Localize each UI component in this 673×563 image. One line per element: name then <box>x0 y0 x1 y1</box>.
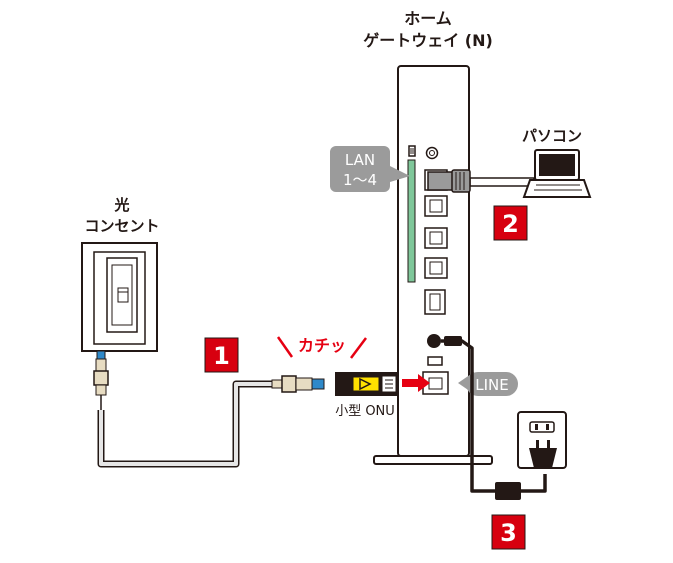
title-line-2: ゲートウェイ (N) <box>363 31 493 50</box>
power-outlet-icon <box>517 411 567 469</box>
optical-outlet-icon <box>81 242 158 352</box>
lan-label-line-1: LAN <box>345 151 375 169</box>
step-2-number: 2 <box>502 210 519 238</box>
line-port <box>422 356 449 395</box>
outlet-label-line-2: コンセント <box>84 217 159 235</box>
lan-port-2 <box>424 195 448 217</box>
lan-label-box: LAN 1～4 <box>330 146 410 192</box>
lan-port-4 <box>424 257 448 279</box>
step-1-number: 1 <box>213 342 230 370</box>
usb-port <box>424 289 446 315</box>
step-3-number: 3 <box>500 519 517 547</box>
led-strip <box>407 159 416 283</box>
lan-label-line-2: 1～4 <box>343 171 377 189</box>
outlet-label-line-1: 光 <box>113 196 129 214</box>
ac-adapter-icon <box>495 482 521 500</box>
lan-cable <box>427 169 535 193</box>
onu-device-icon <box>335 372 399 396</box>
step-1-badge: 1 <box>204 337 239 373</box>
click-sound-mark: カチッ <box>276 336 367 359</box>
power-jack-icon <box>427 334 441 348</box>
fiber-cable <box>97 380 272 468</box>
line-label-box: LINE <box>458 372 518 396</box>
step-3-badge: 3 <box>491 514 526 550</box>
power-cord <box>441 336 547 493</box>
step-2-badge: 2 <box>493 205 528 241</box>
lan-port-3 <box>424 227 448 249</box>
pc-laptop-icon <box>522 149 592 198</box>
click-sound-text: カチッ <box>298 336 346 355</box>
pc-label: パソコン <box>522 127 582 145</box>
title-line-1: ホーム <box>404 9 452 28</box>
home-gateway-icon <box>373 65 493 465</box>
line-label: LINE <box>475 376 508 394</box>
insert-arrow-icon <box>402 374 430 392</box>
onu-fiber-connector <box>271 375 325 393</box>
onu-label: 小型 ONU <box>335 404 395 419</box>
outlet-fiber-plug <box>93 350 109 410</box>
